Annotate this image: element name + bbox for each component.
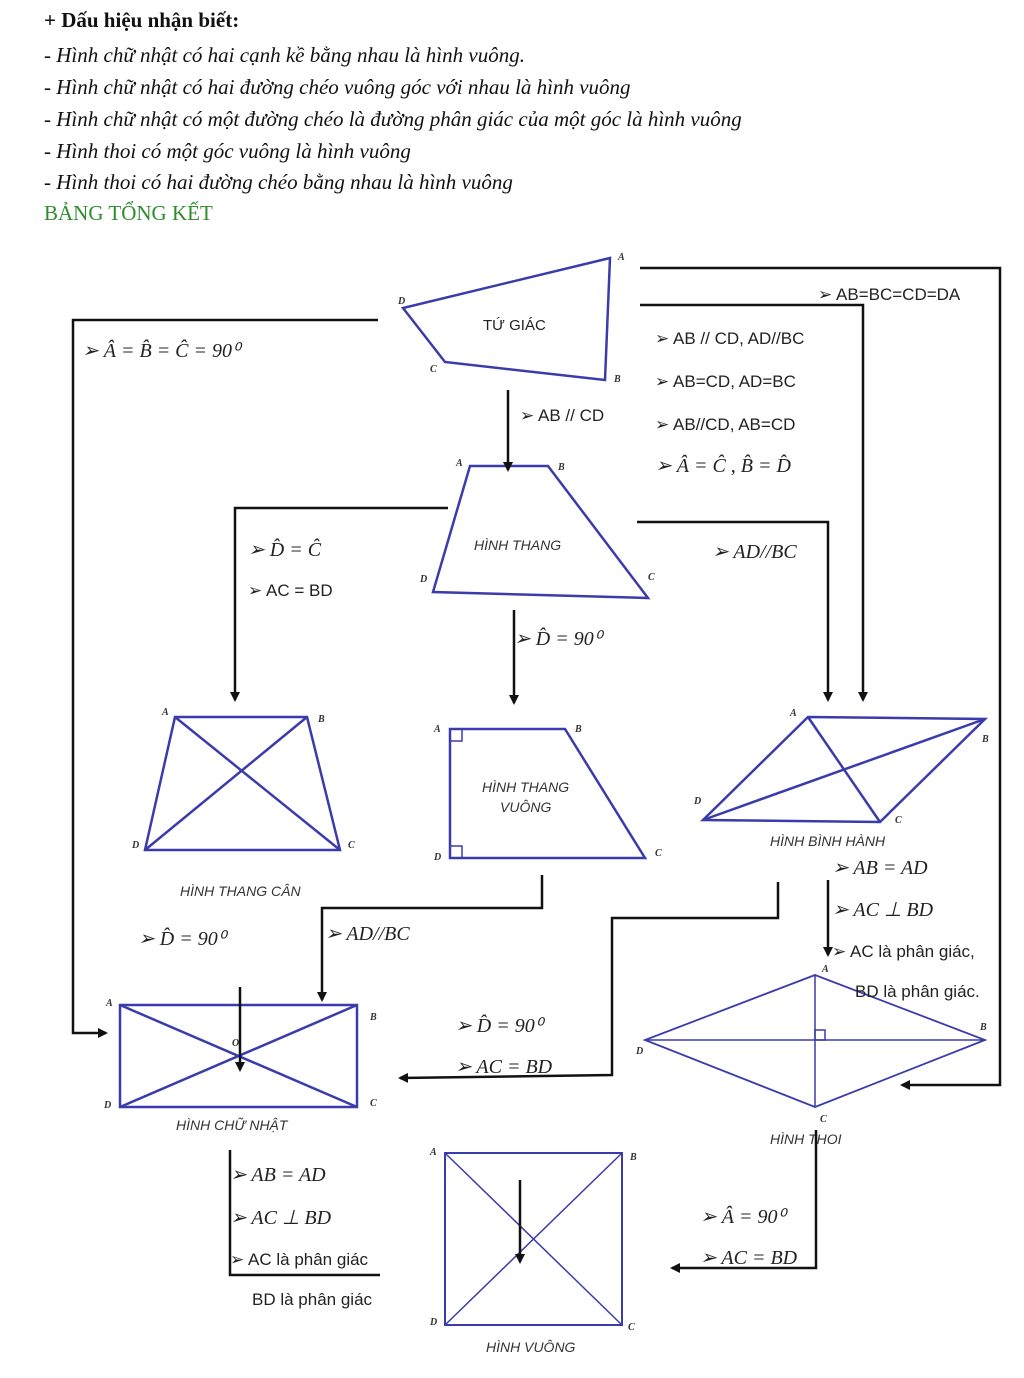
cond-thang-can-2: ➢ AC = BD	[248, 581, 333, 600]
vertex-a: A	[455, 458, 463, 469]
binh-hanh-label: HÌNH BÌNH HÀNH	[770, 833, 886, 849]
vertex-a: A	[617, 252, 625, 263]
vertex-a: A	[105, 998, 113, 1009]
vertex-d: D	[429, 1317, 437, 1328]
thang-vuong-label-1: HÌNH THANG	[482, 779, 569, 795]
vertex-a: A	[161, 707, 169, 718]
connector-arrows	[71, 266, 1002, 1277]
vertex-c: C	[348, 840, 355, 851]
vertex-a: A	[429, 1147, 437, 1158]
thang-vuong-shape: A B C D HÌNH THANG VUÔNG	[433, 724, 662, 863]
vertex-d: D	[635, 1046, 643, 1057]
cond-can-cn: ➢ D̂ = 90⁰	[138, 927, 229, 950]
vertex-c: C	[628, 1322, 635, 1333]
cond-bh-thoi-3: ➢ AC là phân giác,	[832, 942, 975, 961]
rule-2: - Hình chữ nhật có hai đường chéo vuông …	[44, 75, 631, 99]
rule-4: - Hình thoi có một góc vuông là hình vuô…	[44, 139, 411, 163]
thang-can-shape: A B C D HÌNH THANG CÂN	[131, 707, 355, 899]
tu-giac-shape: A B C D TỨ GIÁC	[397, 252, 625, 385]
rule-1: - Hình chữ nhật có hai cạnh kề bằng nhau…	[44, 43, 525, 67]
tu-giac-label: TỨ GIÁC	[483, 317, 546, 334]
chu-nhat-label: HÌNH CHỮ NHẬT	[176, 1117, 289, 1133]
vertex-d: D	[433, 852, 441, 863]
vuong-label: HÌNH VUÔNG	[486, 1339, 576, 1355]
vertex-d: D	[419, 574, 427, 585]
thoi-shape: A B C D HÌNH THOI	[635, 964, 988, 1147]
hinh-thang-label: HÌNH THANG	[474, 537, 561, 553]
cond-thang-vuong: ➢ D̂ = 90⁰	[514, 627, 605, 650]
vertex-b: B	[613, 374, 621, 385]
vertex-a: A	[821, 964, 829, 975]
cond-tg-cn: ➢ Â = B̂ = Ĉ = 90⁰	[82, 338, 243, 362]
vertex-c: C	[648, 572, 655, 583]
thoi-label: HÌNH THOI	[770, 1131, 842, 1147]
cond-thoi-vuong-1: ➢ Â = 90⁰	[700, 1205, 788, 1228]
vertex-b: B	[981, 734, 989, 745]
cond-bh-thoi-2: ➢ AC ⊥ BD	[832, 899, 934, 921]
cond-tg-bh-2: ➢ AB=CD, AD=BC	[655, 372, 796, 391]
vertex-b: B	[629, 1152, 637, 1163]
thang-vuong-label-2: VUÔNG	[500, 799, 551, 815]
vertex-b: B	[979, 1022, 987, 1033]
cond-thang-can-1: ➢ D̂ = Ĉ	[248, 537, 322, 561]
cond-bh-thoi-1: ➢ AB = AD	[832, 857, 928, 879]
cond-bh-thoi-4: BD là phân giác.	[855, 982, 980, 1001]
section-title: BẢNG TỔNG KẾT	[44, 201, 213, 225]
vertex-b: B	[369, 1012, 377, 1023]
vertex-c: C	[370, 1098, 377, 1109]
vertex-o: O	[232, 1038, 239, 1049]
cond-cn-vuong-2: ➢ AC ⊥ BD	[230, 1207, 332, 1229]
vuong-shape: A B C D HÌNH VUÔNG	[429, 1147, 637, 1355]
chu-nhat-shape: A B C D O HÌNH CHỮ NHẬT	[103, 998, 377, 1133]
vertex-d: D	[693, 796, 701, 807]
cond-tv-cn: ➢ AD//BC	[325, 923, 410, 945]
vertex-c: C	[895, 815, 902, 826]
vertex-b: B	[317, 714, 325, 725]
cond-thang-bh: ➢ AD//BC	[712, 541, 797, 563]
cond-tg-thoi: ➢ AB=BC=CD=DA	[818, 285, 961, 304]
cond-bh-cn-1: ➢ D̂ = 90⁰	[455, 1014, 546, 1037]
cond-tg-thang: ➢ AB // CD	[520, 406, 604, 425]
vertex-b: B	[557, 462, 565, 473]
vertex-d: D	[397, 296, 405, 307]
cond-cn-vuong-4: BD là phân giác	[252, 1290, 373, 1309]
vertex-a: A	[789, 708, 797, 719]
rule-3: - Hình chữ nhật có một đường chéo là đườ…	[44, 107, 742, 131]
cond-tg-bh-1: ➢ AB // CD, AD//BC	[655, 329, 804, 348]
vertex-b: B	[574, 724, 582, 735]
header-title: + Dấu hiệu nhận biết:	[44, 8, 240, 32]
cond-thoi-vuong-2: ➢ AC = BD	[700, 1247, 798, 1269]
rule-5: - Hình thoi có hai đường chéo bằng nhau …	[44, 170, 513, 194]
vertex-c: C	[655, 848, 662, 859]
thang-can-label: HÌNH THANG CÂN	[180, 883, 301, 899]
vertex-c: C	[820, 1114, 827, 1125]
vertex-d: D	[103, 1100, 111, 1111]
vertex-a: A	[433, 724, 441, 735]
cond-bh-cn-2: ➢ AC = BD	[455, 1056, 553, 1078]
hinh-thang-shape: A B C D HÌNH THANG	[419, 458, 655, 600]
cond-tg-bh-4: ➢ Â = Ĉ , B̂ = D̂	[655, 453, 792, 477]
vertex-d: D	[131, 840, 139, 851]
cond-cn-vuong-3: ➢ AC là phân giác	[230, 1250, 369, 1269]
vertex-c: C	[430, 364, 437, 375]
binh-hanh-shape: A B C D HÌNH BÌNH HÀNH	[693, 708, 989, 849]
cond-cn-vuong-1: ➢ AB = AD	[230, 1164, 326, 1186]
cond-tg-bh-3: ➢ AB//CD, AB=CD	[655, 415, 795, 434]
